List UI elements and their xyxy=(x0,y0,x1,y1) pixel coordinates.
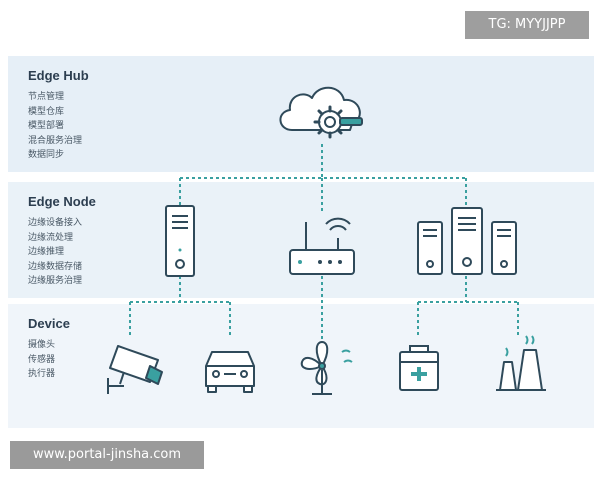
edge-hub-title: Edge Hub xyxy=(28,68,89,83)
feature-item: 执行器 xyxy=(28,369,56,379)
feature-item: 数据同步 xyxy=(28,150,65,160)
router-icon xyxy=(289,217,355,275)
server-icon xyxy=(165,205,195,277)
feature-item: 边缘设备接入 xyxy=(28,218,83,228)
device-panel: Device 摄像头 传感器 执行器 xyxy=(8,304,594,428)
device-feature-list: 摄像头 传感器 执行器 xyxy=(28,338,55,382)
watermark-bottom: www.portal-jinsha.com xyxy=(10,441,204,469)
feature-item: 模型部署 xyxy=(28,121,65,131)
watermark-top: TG: MYYJJPP xyxy=(465,11,589,39)
edge-node-feature-list: 边缘设备接入 边缘流处理 边缘推理 边缘数据存储 边缘服务治理 xyxy=(28,216,82,289)
feature-item: 模型仓库 xyxy=(28,106,65,117)
device-title: Device xyxy=(28,316,70,331)
feature-item: 传感器 xyxy=(28,354,56,365)
feature-item: 节点管理 xyxy=(28,92,65,102)
feature-item: 边缘推理 xyxy=(28,247,65,257)
connector-lines xyxy=(129,144,519,340)
camera-icon xyxy=(107,345,163,394)
fan-icon xyxy=(300,341,353,395)
medical-kit-icon xyxy=(399,345,439,391)
cloud-gear-icon xyxy=(279,86,363,139)
feature-item: 边缘流处理 xyxy=(28,232,74,243)
feature-item: 混合服务治理 xyxy=(28,135,83,146)
edge-hub-feature-list: 节点管理 模型仓库 模型部署 混合服务治理 数据同步 xyxy=(28,90,82,163)
feature-item: 边缘数据存储 xyxy=(28,261,83,272)
factory-icon xyxy=(496,335,546,391)
edge-node-title: Edge Node xyxy=(28,194,96,209)
car-icon xyxy=(205,351,255,393)
feature-item: 边缘服务治理 xyxy=(28,276,83,286)
feature-item: 摄像头 xyxy=(28,340,56,350)
server-cluster-icon xyxy=(417,207,517,275)
